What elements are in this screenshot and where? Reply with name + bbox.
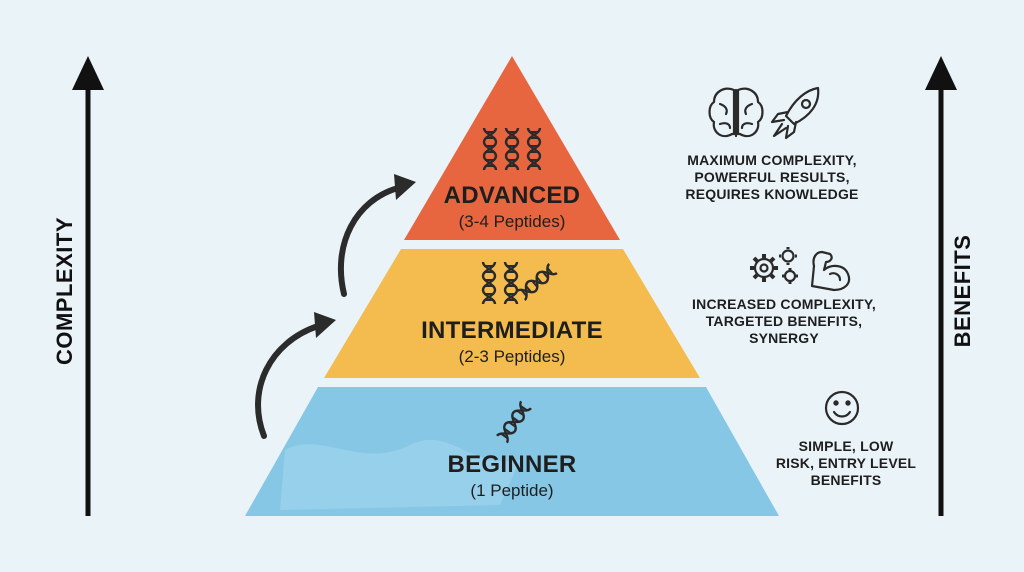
benefit-line: POWERFUL RESULTS, (694, 169, 850, 185)
complexity-axis-label: COMPLEXITY (52, 217, 77, 366)
rocket-icon (770, 86, 820, 140)
benefit-line: SIMPLE, LOW (798, 438, 894, 454)
progression-arrow-lower (255, 312, 336, 439)
benefit-line: BENEFITS (810, 472, 882, 488)
tier-intermediate-title: INTERMEDIATE (421, 317, 603, 344)
benefit-line: MAXIMUM COMPLEXITY, (687, 152, 857, 168)
progression-arrow-upper (337, 174, 416, 297)
complexity-axis-arrow (72, 56, 104, 516)
tier-advanced-subtitle: (3-4 Peptides) (458, 212, 566, 231)
benefit-advanced-text: MAXIMUM COMPLEXITY, POWERFUL RESULTS, RE… (662, 152, 882, 203)
benefits-axis-arrow (925, 56, 957, 516)
beginner-texture (280, 439, 520, 510)
benefit-line: RISK, ENTRY LEVEL (775, 455, 917, 471)
tier-advanced-title: ADVANCED (443, 182, 581, 209)
tier-intermediate-subtitle: (2-3 Peptides) (458, 347, 566, 366)
smiley-icon (824, 390, 860, 426)
benefits-axis-label: BENEFITS (950, 234, 975, 348)
benefit-beginner-text: SIMPLE, LOW RISK, ENTRY LEVEL BENEFITS (758, 438, 934, 489)
benefit-line: TARGETED BENEFITS, (705, 313, 863, 329)
gears-icon (750, 247, 798, 284)
brain-icon (708, 87, 764, 138)
flexed-arm-icon (810, 250, 851, 292)
tier-beginner-title: BEGINNER (447, 451, 577, 478)
benefit-line: SYNERGY (749, 330, 819, 346)
benefit-intermediate-text: INCREASED COMPLEXITY, TARGETED BENEFITS,… (672, 296, 896, 347)
benefit-line: REQUIRES KNOWLEDGE (685, 186, 859, 202)
tier-beginner-subtitle: (1 Peptide) (470, 481, 554, 500)
tier-intermediate-shape (324, 249, 700, 378)
benefit-line: INCREASED COMPLEXITY, (692, 296, 876, 312)
